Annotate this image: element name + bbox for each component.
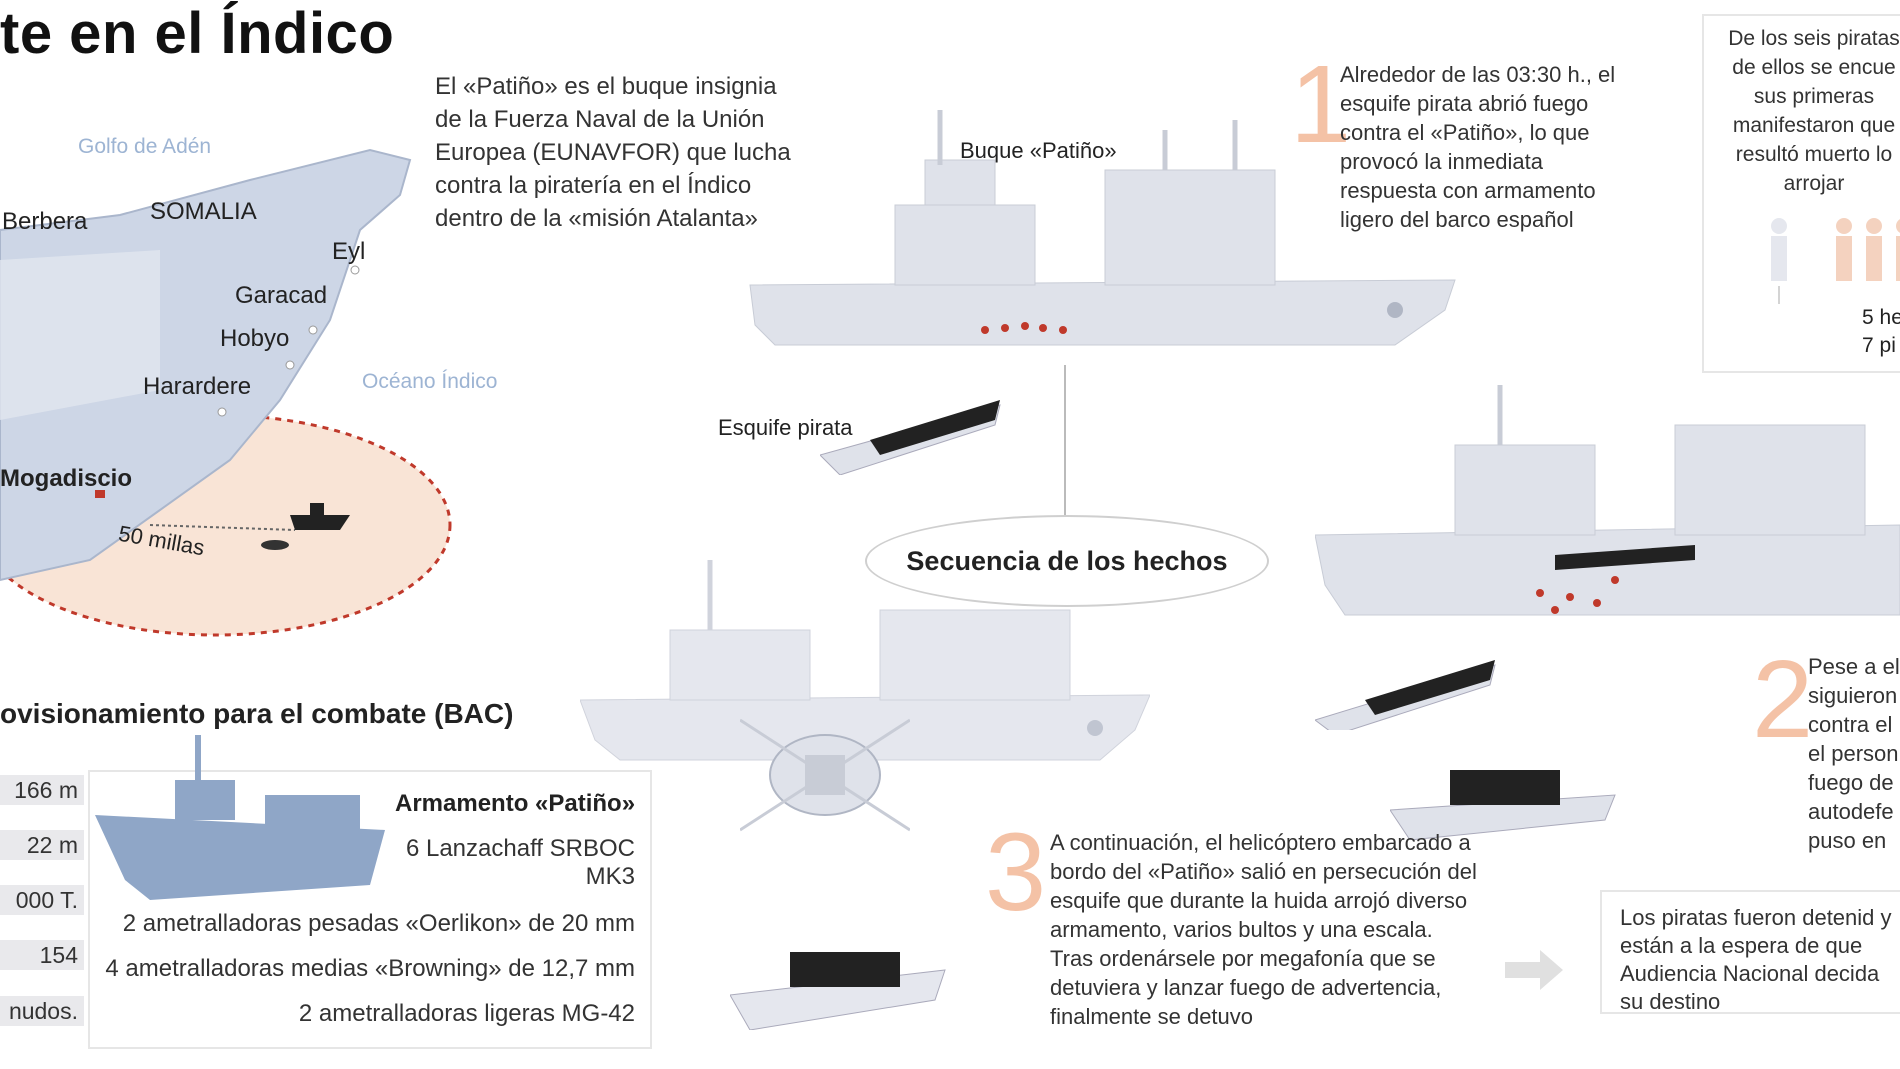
pirates-figures: [1771, 218, 1900, 304]
city-harardere: Harardere: [143, 373, 252, 400]
step-3-text: A continuación, el helicóptero embarcado…: [1050, 830, 1477, 1029]
somalia-map: [0, 148, 452, 637]
step-1-number: 1: [1290, 43, 1352, 166]
weapon-4: 2 ametralladoras ligeras MG-42: [298, 1000, 635, 1027]
patino-ship-right: [1315, 385, 1900, 616]
patino-ship-top: [749, 110, 1456, 346]
country-label: SOMALIA: [150, 198, 257, 225]
legend-2: 7 pi: [1862, 334, 1896, 357]
city-garacad: Garacad: [235, 282, 328, 309]
bac-ship-silhouette: [95, 735, 385, 900]
spec-length: 166 m: [0, 775, 84, 805]
spec-crew: 154: [0, 940, 84, 970]
ocean-label: Océano Índico: [362, 370, 498, 393]
weapon-1: 6 Lanzachaff SRBOC MK3: [405, 835, 635, 890]
legend-1: 5 he: [1862, 306, 1900, 329]
city-eyl: Eyl: [332, 238, 366, 265]
pirate-skiff-4: [730, 952, 946, 1030]
city-mogadiscio: Mogadiscio: [0, 465, 133, 492]
helicopter-icon: [740, 718, 910, 832]
spec-beam: 22 m: [0, 830, 84, 860]
step-3-number: 3: [985, 811, 1047, 934]
weapon-3: 4 ametralladoras medias «Browning» de 12…: [105, 955, 635, 982]
map-skiff-icon: [261, 540, 289, 550]
pirate-skiff-1: [820, 400, 1001, 475]
step-2-text: Pese a el siguieron contra el el person …: [1808, 654, 1900, 853]
inland-region: [0, 250, 160, 420]
map-ship-icon: [290, 515, 350, 530]
detained-text: Los piratas fueron detenid y están a la …: [1620, 905, 1892, 1014]
step-2-number: 2: [1752, 638, 1814, 761]
weapons-title: Armamento «Patiño»: [395, 790, 636, 817]
intro-text: El «Patiño» es el buque insignia de la F…: [435, 73, 791, 232]
pirates-box: De los seis piratas de ellos se encue su…: [1702, 14, 1900, 373]
weapon-2: 2 ametralladoras pesadas «Oerlikon» de 2…: [122, 910, 635, 937]
spec-speed: nudos.: [0, 996, 84, 1026]
city-hobyo: Hobyo: [220, 325, 290, 352]
pirate-skiff-3: [1390, 770, 1616, 840]
step-1-text: Alrededor de las 03:30 h., el esquife pi…: [1340, 62, 1616, 232]
arrow-icon: [1505, 950, 1563, 990]
bac-title: ovisionamiento para el combate (BAC): [0, 698, 514, 729]
gulf-label: Golfo de Adén: [78, 135, 212, 158]
pirate-skiff-2: [1315, 660, 1496, 730]
sequence-label: Secuencia de los hechos: [865, 515, 1269, 607]
pirates-box-text: De los seis piratas de ellos se encue su…: [1728, 27, 1900, 195]
patino-ship-left: [580, 560, 1150, 761]
city-berbera: Berbera: [2, 208, 88, 235]
ship-label: Buque «Patiño»: [960, 138, 1117, 163]
detained-box: Los piratas fueron detenid y están a la …: [1600, 890, 1900, 1014]
page-title: te en el Índico: [0, 1, 395, 66]
mogadiscio-marker: [95, 490, 105, 498]
skiff-label: Esquife pirata: [718, 415, 853, 440]
spec-tonnage: 000 T.: [0, 885, 84, 915]
